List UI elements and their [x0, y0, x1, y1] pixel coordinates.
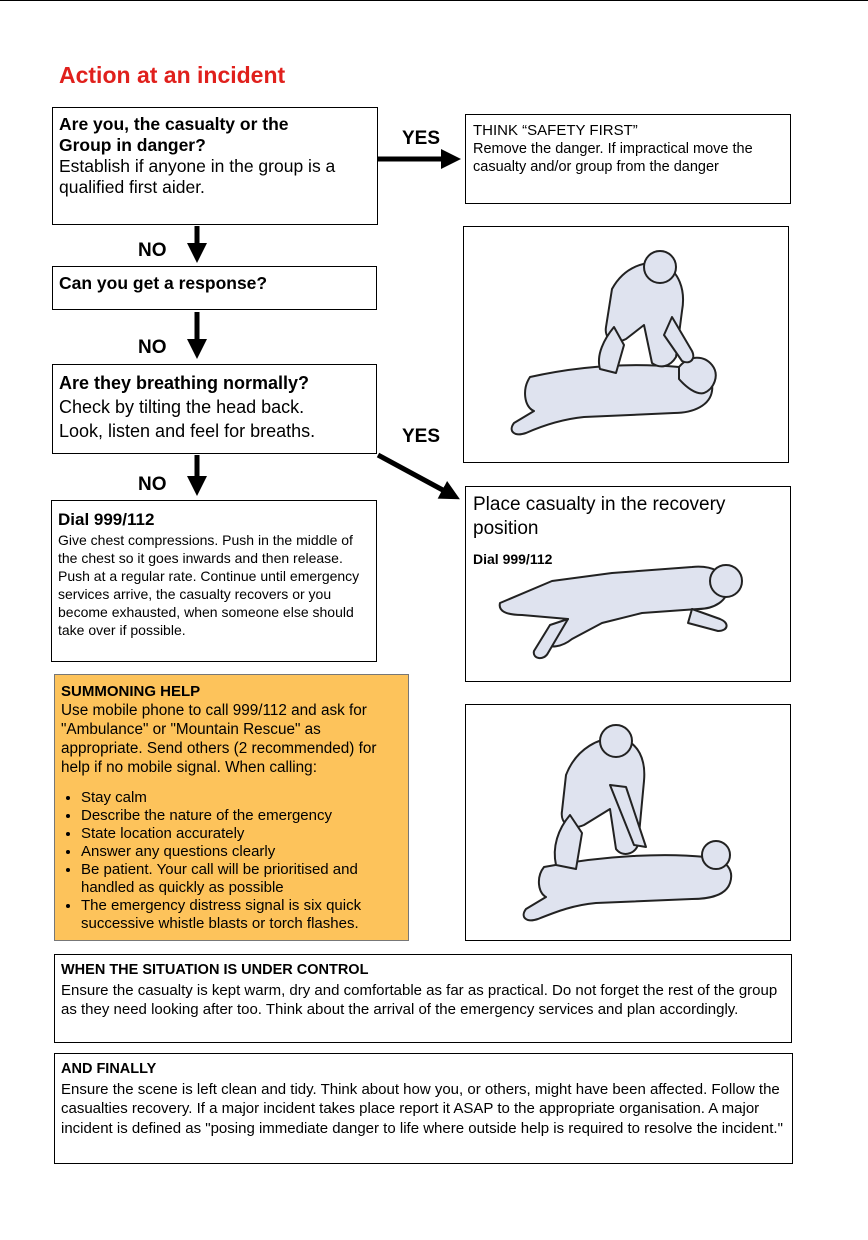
list-item: State location accurately [81, 825, 402, 843]
list-item: Describe the nature of the emergency [81, 807, 402, 825]
and-finally-body: Ensure the scene is left clean and tidy.… [61, 1080, 783, 1137]
and-finally-box: AND FINALLY Ensure the scene is left cle… [54, 1053, 793, 1164]
list-item: The emergency distress signal is six qui… [81, 897, 402, 933]
recovery-position-box: Place casualty in the recovery position … [465, 486, 791, 682]
recovery-heading: Place casualty in the recovery position [473, 494, 726, 539]
page-title: Action at an incident [59, 62, 286, 88]
airway-check-figure [510, 250, 717, 436]
list-item: Be patient. Your call will be prioritise… [81, 861, 402, 897]
summoning-heading: SUMMONING HELP [61, 683, 201, 700]
breathing-box: Are they breathing normally? Check by ti… [52, 364, 377, 454]
safety-first-box: THINK “SAFETY FIRST” Remove the danger. … [465, 114, 791, 204]
breathing-line-1: Check by tilting the head back. [59, 397, 305, 417]
under-control-body: Ensure the casualty is kept warm, dry an… [61, 981, 778, 1019]
dial-heading: Dial 999/112 [58, 510, 155, 529]
chest-compressions-illustration [465, 704, 791, 941]
yes-label-breathing: YES [402, 426, 441, 447]
summoning-list: Stay calm Describe the nature of the eme… [61, 789, 402, 933]
recovery-dial: Dial 999/112 [473, 551, 553, 567]
response-text: Can you get a response? [59, 273, 268, 293]
dial-box: Dial 999/112 Give chest compressions. Pu… [51, 500, 377, 662]
no-label-danger: NO [138, 240, 167, 261]
yes-label-danger: YES [402, 128, 441, 149]
danger-body: Establish if anyone in the group is a qu… [59, 156, 336, 197]
no-label-breathing: NO [138, 474, 167, 495]
summoning-body: Use mobile phone to call 999/112 and ask… [61, 702, 377, 776]
safety-heading: THINK “SAFETY FIRST” [473, 122, 638, 139]
danger-box: Are you, the casualty or the Group in da… [52, 107, 378, 225]
arrow-yes-recovery [376, 452, 460, 500]
summoning-help-box: SUMMONING HELP Use mobile phone to call … [54, 674, 409, 941]
list-item: Answer any questions clearly [81, 843, 402, 861]
chest-compressions-figure [522, 724, 733, 922]
airway-check-illustration [463, 226, 789, 463]
recovery-position-figure [498, 564, 743, 659]
dial-body: Give chest compressions. Push in the mid… [58, 532, 360, 638]
list-item: Stay calm [81, 789, 402, 807]
under-control-box: WHEN THE SITUATION IS UNDER CONTROL Ensu… [54, 954, 792, 1043]
breathing-line-2: Look, listen and feel for breaths. [59, 421, 316, 441]
response-box: Can you get a response? [52, 266, 377, 310]
breathing-heading: Are they breathing normally? [59, 373, 310, 393]
top-rule [0, 0, 868, 1]
and-finally-heading: AND FINALLY [61, 1061, 157, 1077]
no-label-response: NO [138, 337, 167, 358]
under-control-heading: WHEN THE SITUATION IS UNDER CONTROL [61, 962, 369, 978]
danger-heading-1: Are you, the casualty or the [59, 114, 289, 134]
danger-heading-2: Group in danger? [59, 135, 206, 155]
safety-body: Remove the danger. If impractical move t… [473, 141, 753, 175]
